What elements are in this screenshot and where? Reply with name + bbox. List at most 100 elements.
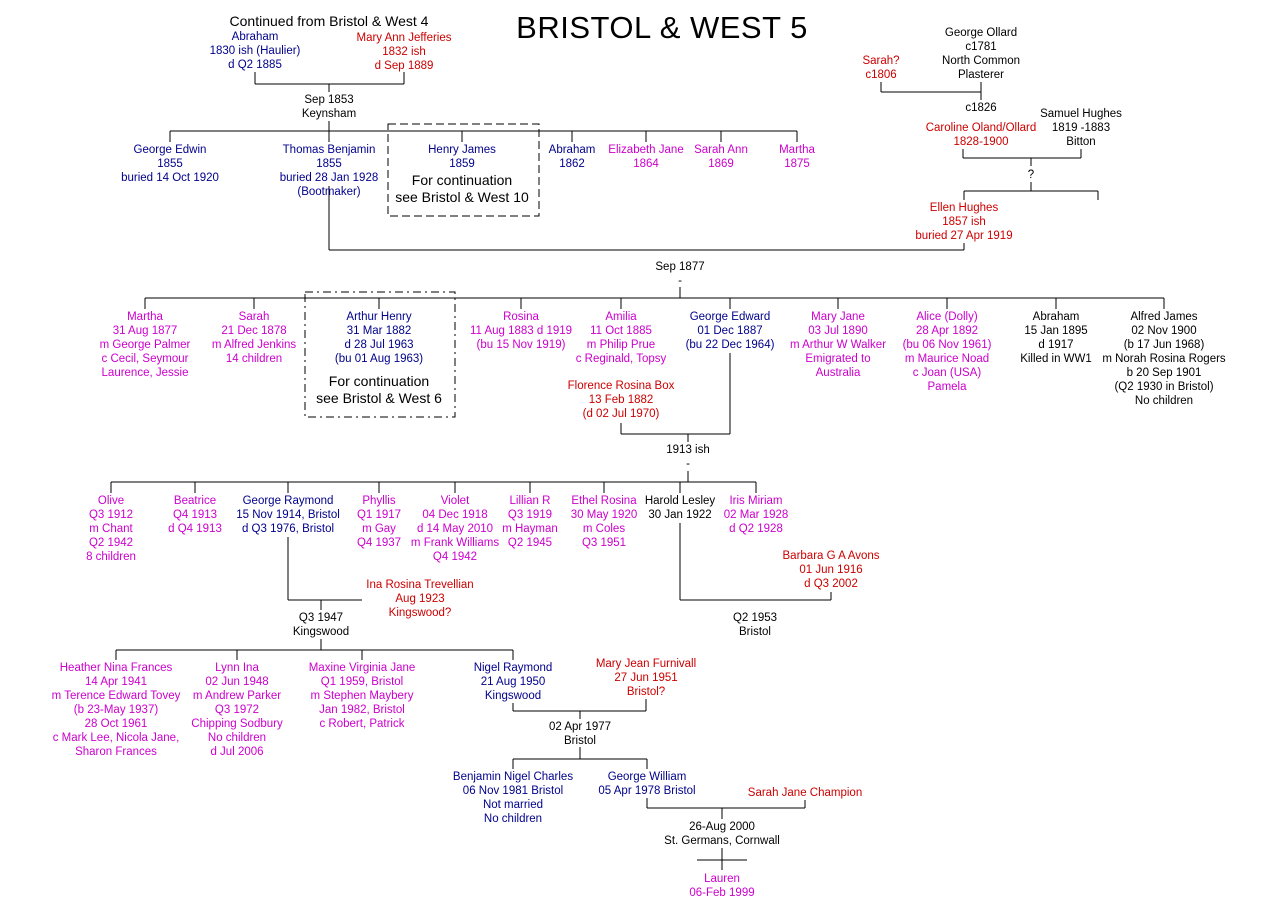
continuation-box (387, 123, 540, 217)
node-line: m Coles (582, 523, 626, 535)
node-line: No children (207, 732, 267, 744)
node-line: 11 Oct 1885 (590, 325, 652, 337)
node-line: m George Palmer (99, 339, 191, 351)
node-line: 01 Jun 1916 (799, 564, 863, 576)
node-line: Q2 1953 (732, 612, 778, 624)
node-line: see Bristol & West 10 (395, 189, 529, 205)
node-line: Bitton (1066, 136, 1096, 148)
node-line: 06-Feb 1999 (689, 887, 755, 899)
node-line: Emigrated to (805, 353, 871, 365)
node-line: Mary Jane (811, 311, 865, 323)
node-line: d 14 May 2010 (416, 523, 494, 535)
node-line: Kingswood? (388, 607, 452, 619)
node-line: Bristol (564, 735, 596, 747)
node-line: Florence Rosina Box (567, 380, 675, 392)
node-line: 1875 (784, 158, 810, 170)
node-line: m Philip Prue (586, 339, 656, 351)
node-line: 06 Nov 1981 Bristol (462, 785, 564, 797)
node-line: m Norah Rosina Rogers (1102, 353, 1226, 365)
node-line: Heather Nina Frances (59, 662, 173, 674)
node-marriage-1877: Sep 1877- (655, 260, 704, 288)
node-line: d 28 Jul 1963 (344, 339, 414, 351)
node-continued: Continued from Bristol & West 4 (230, 13, 429, 30)
node-line: Q1 1959, Bristol (320, 676, 404, 688)
node-line: Q4 1942 (432, 551, 478, 563)
node-line: Abraham (1032, 311, 1080, 323)
node-line: Q3 1951 (581, 537, 627, 549)
node-line: Lauren (704, 873, 740, 885)
node-line: Continued from Bristol & West 4 (229, 13, 429, 29)
node-line: Keynsham (301, 108, 357, 120)
node-line: Mary Ann Jefferies (356, 32, 452, 44)
node-line: 28 Apr 1892 (915, 325, 979, 337)
node-line: c1806 (865, 69, 897, 81)
node-line: North Common (942, 55, 1020, 67)
node-line: Thomas Benjamin (282, 144, 376, 156)
node-line: - (678, 275, 682, 287)
node-sarah-ann: Sarah Ann 1869 (694, 143, 748, 171)
node-line: 31 Aug 1877 (112, 325, 178, 337)
node-line: (bu 15 Nov 1919) (476, 339, 566, 351)
node-line: 15 Jan 1895 (1024, 325, 1088, 337)
node-line: 02 Mar 1928 (723, 509, 789, 521)
node-line: Violet (440, 495, 470, 507)
node-line: 1913 ish (666, 444, 710, 456)
node-line: Ethel Rosina (571, 495, 637, 507)
node-line: 21 Aug 1950 (480, 676, 546, 688)
node-line: 1869 (708, 158, 734, 170)
node-line: (bu 06 Nov 1961) (902, 339, 992, 351)
node-line: m Terence Edward Tovey (51, 690, 181, 702)
node-line: d Jul 2006 (210, 746, 264, 758)
node-florence-rosina-box: Florence Rosina Box 13 Feb 1882 (d 02 Jul … (568, 379, 675, 421)
node-line: George Ollard (944, 27, 1018, 39)
node-line: Q2 1942 (88, 537, 134, 549)
node-line: d Q2 1885 (228, 59, 282, 71)
node-line: Q3 1919 (507, 509, 553, 521)
node-line: d Sep 1889 (374, 60, 434, 72)
node-line: d Q3 2002 (804, 578, 858, 590)
node-line: m Frank Williams (410, 537, 500, 549)
node-line: 03 Jul 1890 (808, 325, 868, 337)
node-line: 1864 (633, 158, 659, 170)
node-line: 1862 (559, 158, 585, 170)
node-line: Nigel Raymond (473, 662, 553, 674)
node-line: Elizabeth Jane (608, 144, 684, 156)
node-line: 13 Feb 1882 (588, 394, 654, 406)
node-line: Pamela (927, 381, 967, 393)
node-line: (d 02 Jul 1970) (582, 408, 660, 420)
node-sarah-jane-champion: Sarah Jane Champion (748, 786, 862, 800)
node-line: Martha (127, 311, 163, 323)
node-line: Sarah? (862, 55, 900, 67)
node-line: George Edwin (133, 144, 207, 156)
node-line: 1830 ish (Haulier) (209, 45, 301, 57)
node-line: Chipping Sodbury (191, 718, 283, 730)
node-line: b 20 Sep 1901 (1126, 367, 1202, 379)
node-line: Sarah Ann (694, 144, 748, 156)
node-line: m Stephen Maybery (310, 690, 414, 702)
node-line: 31 Mar 1882 (346, 325, 412, 337)
node-line: Olive (97, 495, 125, 507)
continuation-box (304, 291, 456, 418)
node-line: d Q2 1928 (729, 523, 783, 535)
node-line: Alfred James (1130, 311, 1198, 323)
